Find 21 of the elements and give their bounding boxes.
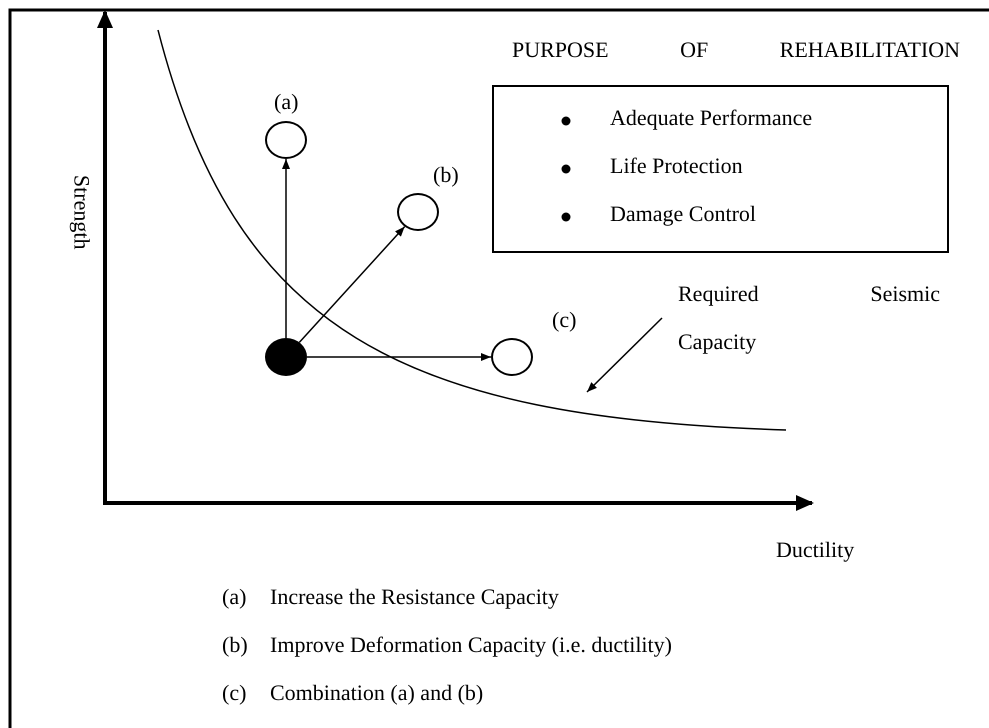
legend-note: (b) Improve Deformation Capacity (i.e. ductility) <box>222 632 672 658</box>
axis-title: Ductility <box>776 537 854 564</box>
start-point-circle <box>265 338 307 376</box>
legend-note: (a) Increase the Resistance Capacity <box>222 584 559 610</box>
option-label: (c) <box>552 307 576 334</box>
axis-title: Strength <box>68 174 94 250</box>
curve-callout-text: Required Seismic Capacity <box>678 270 940 366</box>
bullet-item: Adequate Performance <box>610 105 812 132</box>
target-circle <box>397 193 439 231</box>
legend-note: (c) Combination (a) and (b) <box>222 680 484 706</box>
arrow <box>307 353 491 361</box>
option-label: (a) <box>274 89 298 116</box>
box-heading: PURPOSE OF REHABILITATION <box>512 37 960 64</box>
bullet-item: Life Protection <box>610 153 743 180</box>
target-circle <box>265 121 307 159</box>
arrow <box>282 159 290 338</box>
leader-arrow <box>586 317 663 393</box>
arrow <box>298 226 406 343</box>
bullet-item: Damage Control <box>610 201 756 228</box>
option-label: (b) <box>433 162 459 188</box>
target-circle <box>491 338 533 376</box>
